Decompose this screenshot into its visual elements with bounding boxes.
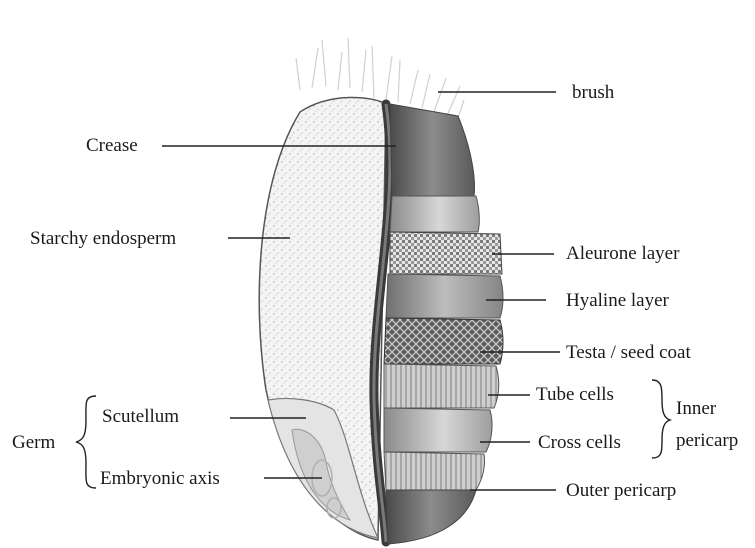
inner-pericarp-brace	[652, 380, 670, 458]
label-embryonic-axis: Embryonic axis	[100, 468, 220, 490]
label-brush: brush	[572, 82, 614, 104]
bran-layers	[384, 104, 503, 544]
label-starchy-endosperm: Starchy endosperm	[30, 228, 176, 250]
label-cross-cells: Cross cells	[538, 432, 621, 454]
label-inner-pericarp-1: Inner	[676, 398, 716, 420]
germ-brace	[76, 396, 96, 488]
label-inner-pericarp-2: pericarp	[676, 430, 738, 452]
label-scutellum: Scutellum	[102, 406, 179, 428]
label-outer-pericarp: Outer pericarp	[566, 480, 676, 502]
label-aleurone-layer: Aleurone layer	[566, 243, 679, 265]
label-crease: Crease	[86, 135, 138, 157]
label-tube-cells: Tube cells	[536, 384, 614, 406]
label-testa-seed-coat: Testa / seed coat	[566, 342, 691, 364]
label-germ: Germ	[12, 432, 55, 454]
label-hyaline-layer: Hyaline layer	[566, 290, 669, 312]
